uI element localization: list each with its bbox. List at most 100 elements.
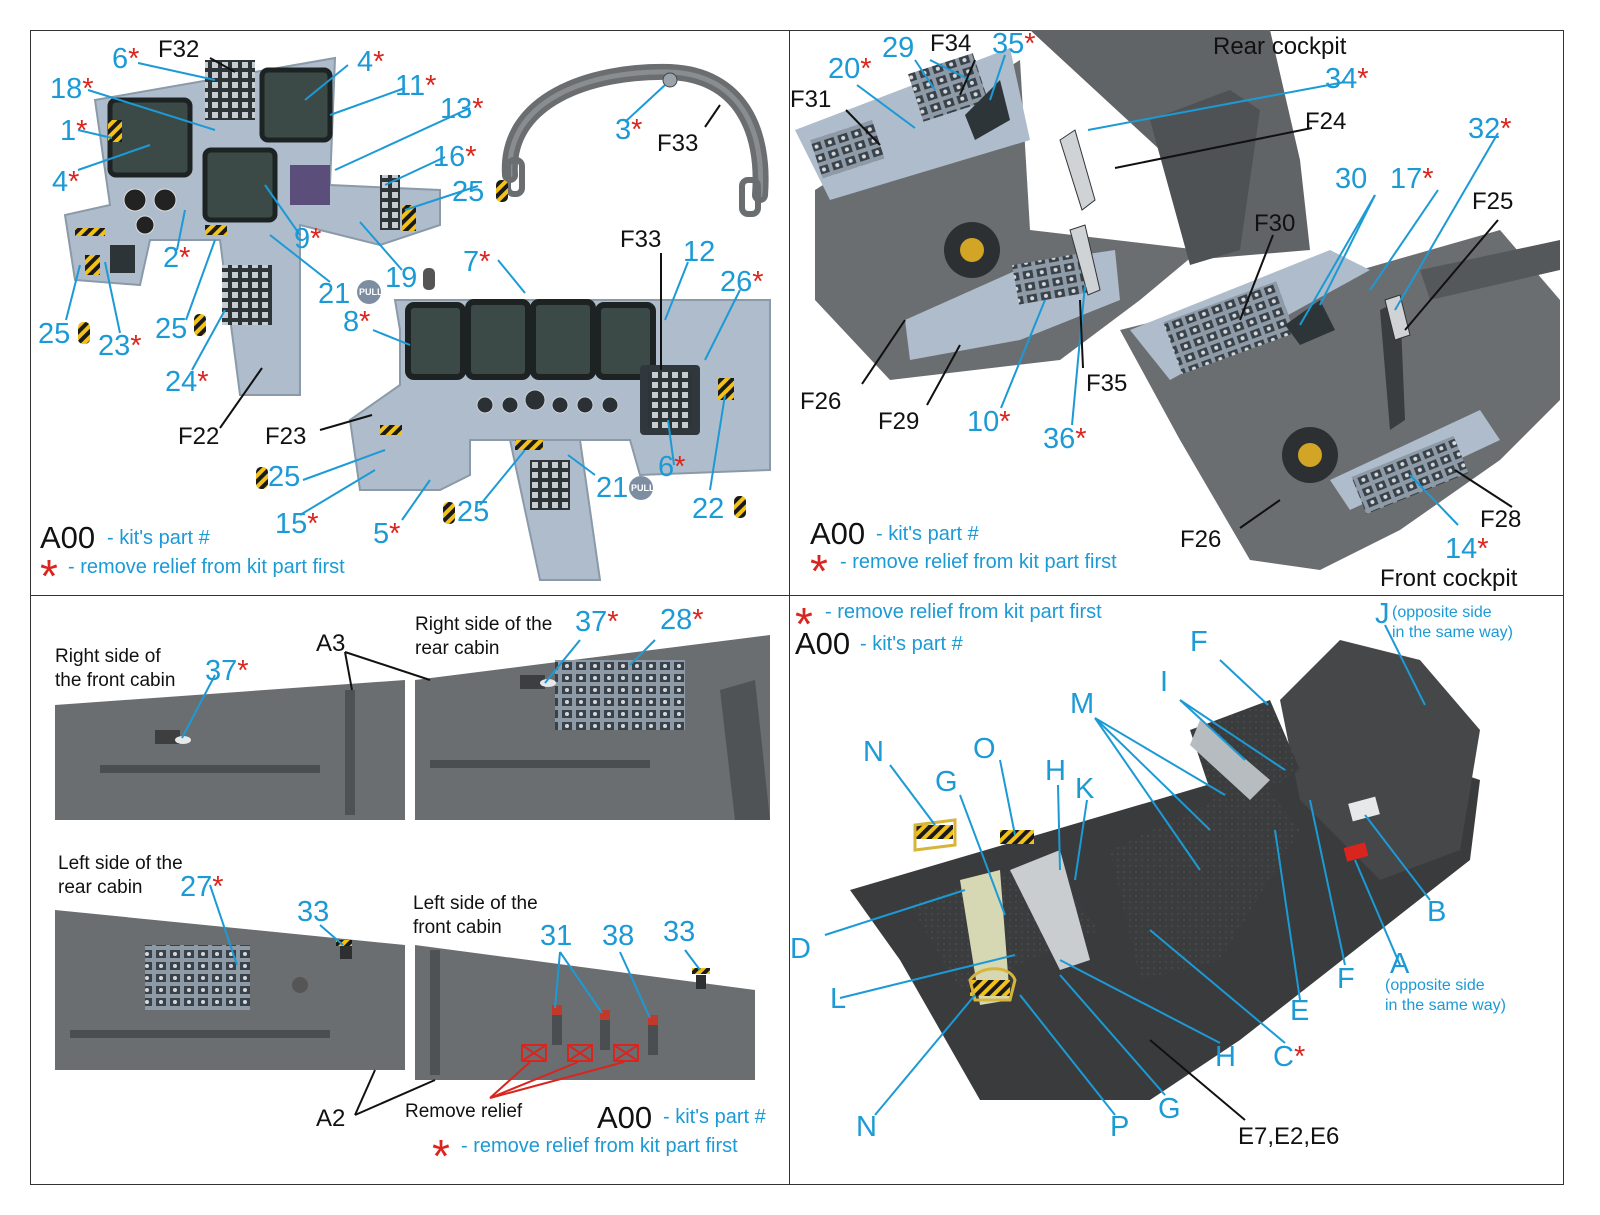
callout-f30: F30 bbox=[1254, 210, 1296, 237]
callout-5: 5* bbox=[373, 518, 401, 550]
callout-J: J bbox=[1375, 598, 1390, 630]
note-J: (opposite side in the same way) bbox=[1392, 604, 1513, 641]
callout-20: 20* bbox=[828, 53, 872, 85]
callout-P: P bbox=[1110, 1111, 1130, 1143]
callout-25-f23: 25 bbox=[268, 461, 301, 493]
legend-code-p3: A00 bbox=[597, 1100, 653, 1135]
legend-part-p2: - kit's part # bbox=[876, 523, 979, 545]
callout-3: 3* bbox=[615, 114, 643, 146]
pull-handle-icons bbox=[78, 180, 746, 524]
leader-lines-p2 bbox=[856, 54, 1499, 526]
callout-25-lowleft: 25 bbox=[38, 318, 71, 350]
callout-18: 18* bbox=[50, 73, 94, 105]
instrument-panel-rear bbox=[348, 299, 771, 581]
callout-f32: F32 bbox=[158, 36, 200, 63]
callout-38: 38 bbox=[602, 920, 635, 952]
callout-a2: A2 bbox=[316, 1105, 346, 1132]
callout-e7-e2-e6: E7,E2,E6 bbox=[1238, 1123, 1340, 1150]
callout-K: K bbox=[1075, 773, 1095, 805]
callout-25-mid: 25 bbox=[155, 313, 188, 345]
callout-E: E bbox=[1290, 995, 1310, 1027]
legend-relief-p3: - remove relief from kit part first bbox=[461, 1135, 738, 1157]
callout-H-bottom: H bbox=[1215, 1041, 1236, 1073]
caption-left-rear: Left side of the rear cabin bbox=[58, 853, 183, 898]
ejection-seat bbox=[850, 640, 1480, 1100]
callout-f26-front: F26 bbox=[1180, 526, 1222, 553]
callout-30: 30 bbox=[1335, 163, 1368, 195]
callout-6: 6* bbox=[112, 43, 140, 75]
title-front-cockpit: Front cockpit bbox=[1380, 565, 1518, 592]
wall-right-rear bbox=[415, 635, 770, 820]
legend-relief-p2: - remove relief from kit part first bbox=[840, 551, 1117, 573]
callout-L: L bbox=[830, 983, 847, 1015]
callout-16: 16* bbox=[433, 141, 477, 173]
caption-right-front: Right side of the front cabin bbox=[55, 646, 176, 691]
callout-28: 28* bbox=[660, 604, 704, 636]
leader-lines-p1 bbox=[65, 62, 741, 521]
callout-9: 9* bbox=[294, 223, 322, 255]
callout-f35: F35 bbox=[1086, 370, 1128, 397]
callout-N-bottom: N bbox=[856, 1111, 877, 1143]
callout-O: O bbox=[973, 733, 996, 765]
callout-29: 29 bbox=[882, 32, 915, 64]
callout-12: 12 bbox=[683, 236, 716, 268]
callout-23: 23* bbox=[98, 330, 142, 362]
callout-f28: F28 bbox=[1480, 506, 1522, 533]
callout-7: 7* bbox=[463, 246, 491, 278]
pull-label-upper: PULL bbox=[359, 287, 383, 297]
pull-label-lower: PULL bbox=[631, 483, 655, 493]
callout-10: 10* bbox=[967, 406, 1011, 438]
callout-B: B bbox=[1427, 896, 1447, 928]
callout-25-center: 25 bbox=[457, 496, 490, 528]
legend-code-p2: A00 bbox=[810, 516, 866, 551]
callout-34: 34* bbox=[1325, 63, 1369, 95]
callout-26: 26* bbox=[720, 266, 764, 298]
callout-6-lower: 6* bbox=[658, 451, 686, 483]
legend-part-p1: - kit's part # bbox=[107, 527, 210, 549]
leader-lines-p4 bbox=[824, 624, 1431, 1116]
wall-right-front bbox=[55, 680, 405, 820]
callout-33-rear: 33 bbox=[297, 896, 330, 928]
callout-4-left: 4* bbox=[52, 166, 80, 198]
callout-M: M bbox=[1070, 688, 1095, 720]
panel-ejection-seat bbox=[789, 595, 1564, 1185]
legend-part-p4: - kit's part # bbox=[860, 633, 963, 655]
legend-code-p4: A00 bbox=[795, 626, 851, 661]
legend-star-p4: * bbox=[795, 598, 813, 650]
callout-f34: F34 bbox=[930, 30, 972, 57]
callout-37-front: 37* bbox=[205, 655, 249, 687]
legend-relief-p1: - remove relief from kit part first bbox=[68, 556, 345, 578]
callout-G-top: G bbox=[935, 766, 958, 798]
callout-N-top: N bbox=[863, 736, 884, 768]
leader-lines-p3 bbox=[181, 639, 701, 1019]
caption-remove-relief: Remove relief bbox=[405, 1101, 523, 1122]
callout-24: 24* bbox=[165, 366, 209, 398]
callout-G-bottom: G bbox=[1158, 1093, 1181, 1125]
wall-left-rear bbox=[55, 910, 405, 1070]
callout-31: 31 bbox=[540, 920, 573, 952]
callout-8: 8* bbox=[343, 306, 371, 338]
callout-22: 22 bbox=[692, 493, 725, 525]
callout-35: 35* bbox=[992, 28, 1036, 60]
note-A: (opposite side in the same way) bbox=[1385, 977, 1506, 1014]
callout-H-top: H bbox=[1045, 755, 1066, 787]
callout-33-front: 33 bbox=[663, 916, 696, 948]
callout-25-right: 25 bbox=[452, 176, 485, 208]
callout-32: 32* bbox=[1468, 113, 1512, 145]
callout-a3: A3 bbox=[316, 630, 346, 657]
callout-27: 27* bbox=[180, 871, 224, 903]
canopy-bow bbox=[501, 63, 769, 217]
callout-15: 15* bbox=[275, 508, 319, 540]
callout-4-upper: 4* bbox=[357, 46, 385, 78]
leader-lines-p4-black bbox=[1149, 1039, 1246, 1121]
callout-21-upper: 21 bbox=[318, 278, 351, 310]
instrument-panel-front bbox=[63, 56, 441, 396]
callout-f23: F23 bbox=[265, 423, 307, 450]
leader-lines-p1-black bbox=[209, 57, 721, 431]
caption-right-rear: Right side of the rear cabin bbox=[415, 614, 553, 659]
callout-1: 1* bbox=[60, 115, 88, 147]
callout-f33-panel: F33 bbox=[620, 226, 662, 253]
callout-D: D bbox=[790, 933, 811, 965]
callout-F-bottom: F bbox=[1337, 963, 1355, 995]
